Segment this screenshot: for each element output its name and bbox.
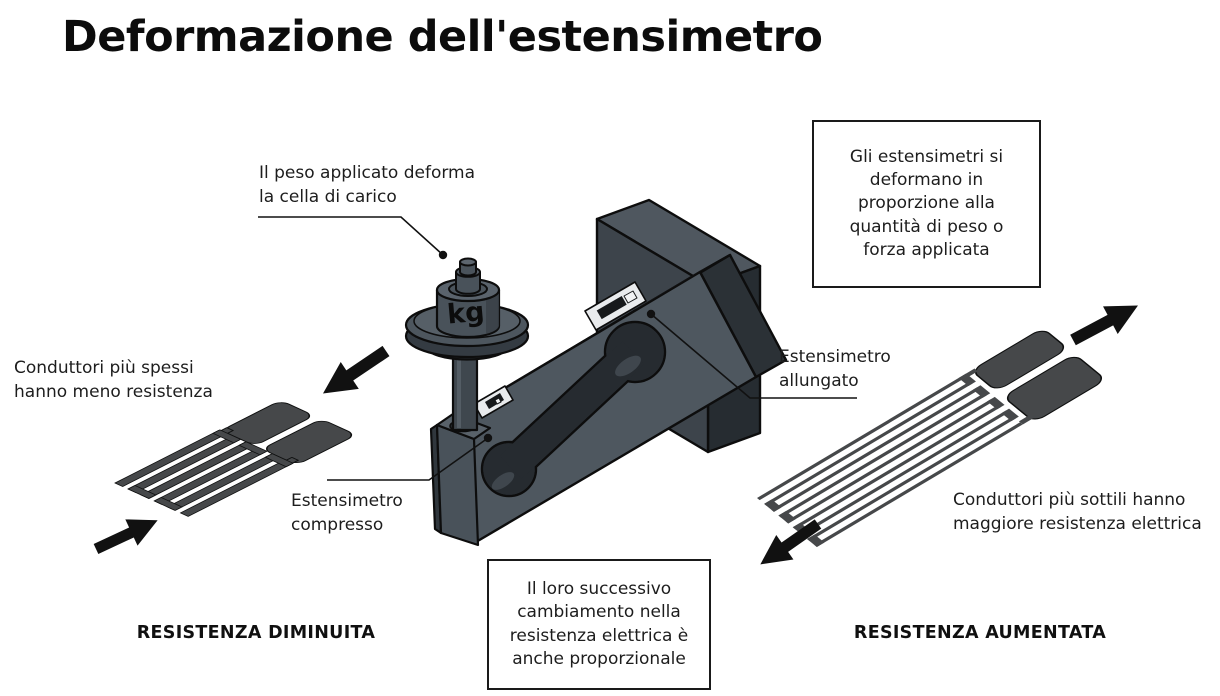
label-right-conductors: Conduttori più sottili hanno maggiore re…: [953, 490, 1202, 535]
weight-knob: [448, 257, 488, 297]
callout-proportional-deformation: Gli estensimetri si deformano in proporz…: [812, 120, 1041, 288]
gauge-pad: [1006, 356, 1103, 420]
gauge-grid-thin: [757, 368, 1035, 547]
leader-lines: [258, 216, 857, 481]
callout-proportional-resistance: Il loro successivo cambiamento nella res…: [487, 559, 711, 690]
beam-top-highlight: [466, 264, 712, 410]
label-resistance-decreased: RESISTENZA DIMINUITA: [136, 623, 376, 643]
beam-dogbone-cutout: [480, 320, 667, 498]
label-gauge-stretched: Estensimetro allungato: [779, 347, 891, 392]
leader-line-weight: [258, 216, 444, 256]
label-resistance-increased: RESISTENZA AUMENTATA: [853, 623, 1107, 643]
gauge-grid-thick: [114, 429, 294, 517]
stretched-gauge-patch: [584, 281, 647, 331]
compression-arrow-top-icon: [322, 345, 390, 394]
leader-line-stretched: [650, 313, 857, 399]
tension-arrow-top-icon: [1070, 305, 1138, 346]
label-weight-note: Il peso applicato deforma la cella di ca…: [259, 163, 476, 208]
tension-arrow-bottom-icon: [760, 519, 822, 565]
compressed-gauge-patch: [473, 385, 514, 419]
page-title: Deformazione dell'estensimetro: [62, 12, 823, 62]
strain-gauge-compressed-illustration: [114, 402, 353, 517]
label-left-conductors: Conduttori più spessi hanno meno resiste…: [14, 358, 213, 403]
weight-unit-label: kg: [446, 296, 486, 330]
leader-dot: [438, 250, 448, 260]
strain-gauge-stretched-illustration: [757, 330, 1103, 547]
gauge-pad: [975, 330, 1065, 389]
label-gauge-compressed: Estensimetro compresso: [291, 491, 403, 536]
compression-arrow-bottom-icon: [93, 519, 158, 555]
weight-illustration: kg: [404, 257, 530, 432]
leader-dot: [483, 433, 493, 443]
leader-line-compressed: [327, 437, 489, 481]
force-arrows: [93, 305, 1138, 565]
leader-dot: [646, 309, 656, 319]
